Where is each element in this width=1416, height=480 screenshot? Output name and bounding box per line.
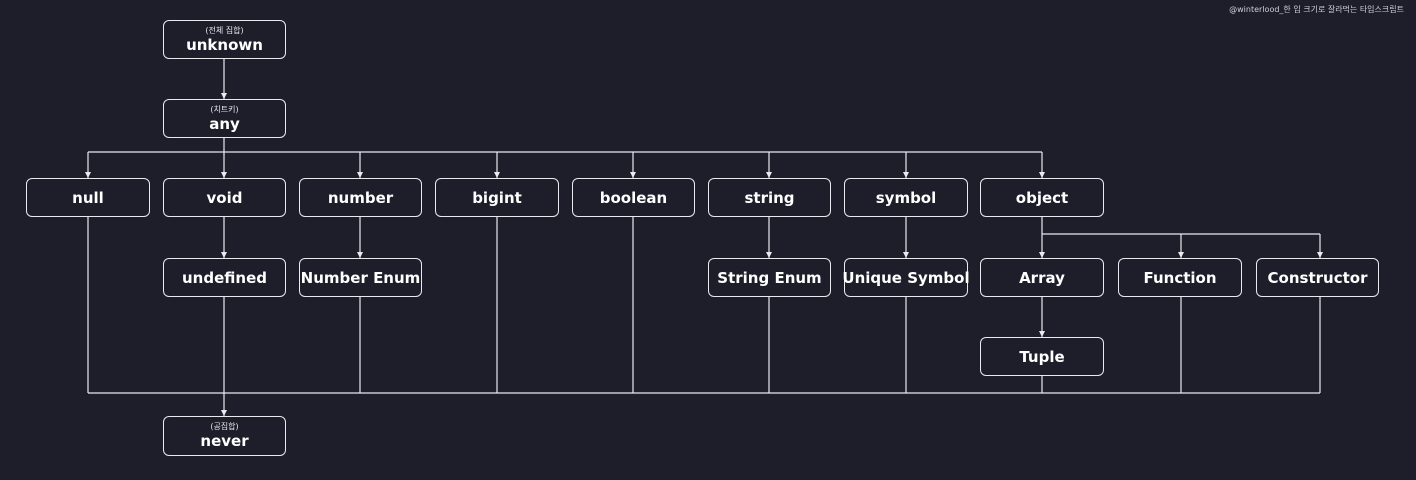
node-boolean: boolean: [572, 178, 695, 217]
node-array: Array: [980, 258, 1104, 297]
node-unique-symbol: Unique Symbol: [842, 258, 970, 297]
node-string-enum-label: String Enum: [717, 268, 822, 287]
node-undefined-label: undefined: [182, 268, 267, 287]
node-tuple-label: Tuple: [1019, 347, 1065, 366]
node-symbol-label: symbol: [875, 188, 937, 207]
node-tuple: Tuple: [980, 337, 1104, 376]
node-string-label: string: [744, 188, 795, 207]
author-credit: @winterlood_한 입 크기로 잘라먹는 타입스크립트: [1229, 5, 1404, 14]
node-any-label: any: [209, 114, 240, 133]
node-number-label: number: [327, 188, 394, 207]
node-void: void: [163, 178, 286, 217]
node-number: number: [299, 178, 422, 217]
node-never-sub: (공집합): [210, 422, 239, 431]
node-string: string: [708, 178, 831, 217]
node-function: Function: [1118, 258, 1242, 297]
node-unknown-label: unknown: [186, 35, 263, 54]
node-unknown: (전체 집합) unknown: [163, 20, 286, 59]
node-void-label: void: [206, 188, 243, 207]
node-object: object: [980, 178, 1104, 217]
node-function-label: Function: [1143, 268, 1217, 287]
node-any-sub: (치트키): [210, 104, 239, 114]
node-null-label: null: [72, 188, 104, 207]
node-bigint-label: bigint: [472, 188, 522, 207]
node-any: (치트키) any: [163, 99, 286, 138]
node-number-enum-label: Number Enum: [300, 268, 421, 287]
node-never-label: never: [200, 432, 249, 450]
node-undefined: undefined: [163, 258, 286, 297]
node-never: (공집합) never: [163, 416, 286, 456]
node-boolean-label: boolean: [599, 188, 668, 207]
node-string-enum: String Enum: [708, 258, 831, 297]
node-null: null: [26, 178, 150, 217]
node-unique-symbol-label: Unique Symbol: [842, 268, 970, 287]
node-symbol: symbol: [844, 178, 968, 217]
node-bigint: bigint: [435, 178, 559, 217]
node-number-enum: Number Enum: [299, 258, 422, 297]
node-constructor: Constructor: [1256, 258, 1379, 297]
node-array-label: Array: [1019, 268, 1065, 287]
node-unknown-sub: (전체 집합): [205, 25, 244, 35]
node-object-label: object: [1015, 188, 1069, 207]
node-constructor-label: Constructor: [1267, 268, 1368, 287]
